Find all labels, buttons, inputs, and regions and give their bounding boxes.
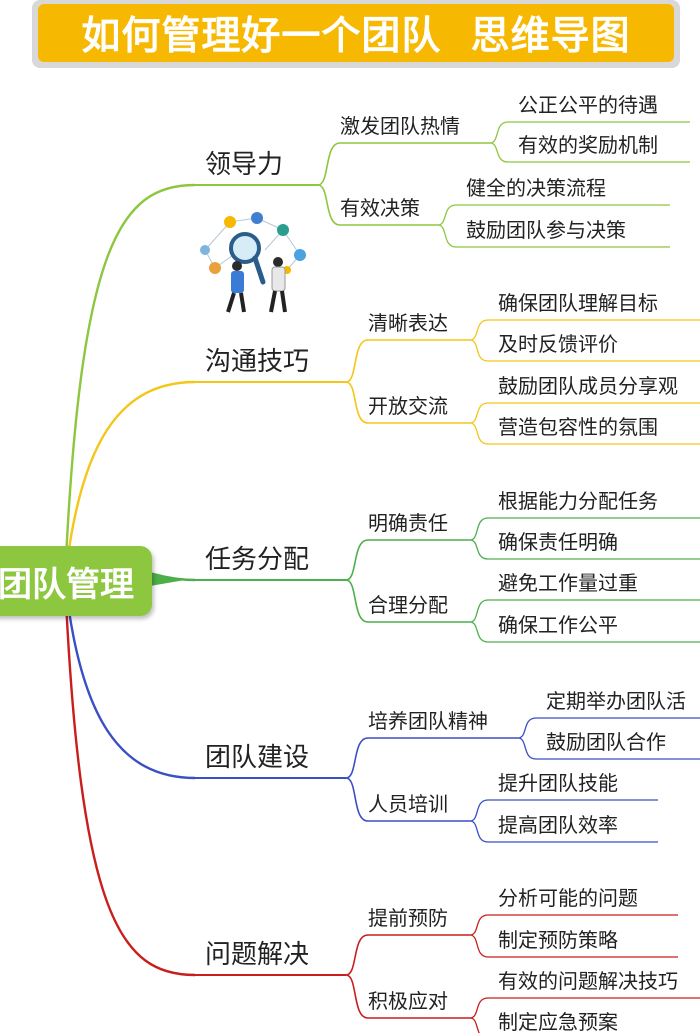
leaf-label-1-2-2: 鼓励团队参与决策 (466, 218, 626, 242)
leaf-label-3-1-1: 根据能力分配任务 (498, 489, 658, 513)
root-node: 团队管理 (0, 546, 152, 616)
sub-label-2-2: 开放交流 (368, 394, 448, 418)
leaf-connector-3-2-2 (469, 621, 489, 643)
leaf-label-4-2-1: 提升团队技能 (498, 771, 618, 795)
leaf-label-3-1-2: 确保责任明确 (498, 530, 618, 554)
sub-label-2-1: 清晰表达 (368, 311, 448, 335)
leaf-label-1-2-1: 健全的决策流程 (466, 176, 606, 200)
leaf-label-4-1-2: 鼓励团队合作 (546, 730, 666, 754)
sub-connector-1-2 (317, 184, 341, 226)
leaf-connector-1-2-2 (437, 224, 457, 248)
sub-connector-3-2 (345, 579, 369, 623)
branch-connector-4 (63, 579, 196, 780)
leaf-connector-1-2-1 (437, 204, 457, 226)
title-banner: 如何管理好一个团队 思维导图 (38, 4, 674, 62)
leaf-label-1-1-2: 有效的奖励机制 (518, 133, 658, 157)
leaf-label-5-1-2: 制定预防策略 (498, 928, 618, 952)
sub-connector-2-1 (345, 339, 369, 383)
branch-connector-5 (63, 579, 196, 977)
leaf-connector-2-2-1 (469, 402, 489, 424)
leaf-label-5-2-2: 制定应急预案 (498, 1010, 618, 1033)
leaf-connector-3-1-1 (469, 517, 489, 541)
sub-connector-4-1 (345, 737, 369, 779)
branch-label-3: 任务分配 (205, 545, 309, 575)
branch-label-1: 领导力 (205, 150, 283, 180)
sub-connector-4-2 (345, 777, 369, 822)
leaf-label-3-2-2: 确保工作公平 (498, 613, 618, 637)
sub-label-3-1: 明确责任 (368, 511, 448, 535)
sub-label-1-2: 有效决策 (340, 196, 420, 220)
leaf-connector-1-1-1 (489, 121, 509, 144)
sub-connector-2-2 (345, 381, 369, 424)
leaf-connector-4-1-1 (517, 717, 537, 739)
leaf-label-2-1-2: 及时反馈评价 (498, 332, 618, 356)
sub-label-4-1: 培养团队精神 (368, 709, 488, 733)
leaf-connector-5-2-1 (469, 997, 489, 1019)
leaf-label-5-1-1: 分析可能的问题 (498, 886, 638, 910)
leaf-label-1-1-1: 公正公平的待遇 (518, 93, 658, 117)
leaf-label-2-2-1: 鼓励团队成员分享观 (498, 374, 678, 398)
leaf-connector-1-1-2 (489, 142, 509, 163)
branch-connector-1 (63, 183, 196, 581)
leaf-label-3-2-1: 避免工作量过重 (498, 571, 638, 595)
sub-connector-5-1 (345, 934, 369, 976)
leaf-label-4-2-2: 提高团队效率 (498, 813, 618, 837)
team-illustration (200, 212, 306, 313)
sub-label-4-2: 人员培训 (368, 792, 448, 816)
sub-label-3-2: 合理分配 (368, 593, 448, 617)
leaf-connector-3-2-1 (469, 599, 489, 623)
leaf-connector-2-1-1 (469, 319, 489, 341)
leaf-label-4-1-1: 定期举办团队活 (546, 689, 686, 713)
leaf-connector-4-1-2 (517, 737, 537, 760)
branch-label-4: 团队建设 (205, 743, 309, 773)
leaf-label-5-2-1: 有效的问题解决技巧 (498, 969, 678, 993)
leaf-connector-5-1-1 (469, 914, 489, 936)
leaf-connector-4-2-2 (469, 820, 489, 843)
branch-label-2: 沟通技巧 (205, 347, 309, 377)
sub-label-1-1: 激发团队热情 (340, 114, 460, 138)
branch-label-5: 问题解决 (205, 940, 309, 970)
branch-connector-2 (63, 380, 196, 581)
leaf-connector-5-1-2 (469, 934, 489, 958)
sub-label-5-1: 提前预防 (368, 906, 448, 930)
leaf-label-2-1-1: 确保团队理解目标 (498, 291, 658, 315)
sub-connector-5-2 (345, 974, 369, 1019)
leaf-connector-2-1-2 (469, 339, 489, 362)
root-pointer (150, 574, 185, 586)
leaf-connector-2-2-2 (469, 422, 489, 445)
sub-connector-1-1 (317, 142, 341, 186)
leaf-connector-3-1-2 (469, 539, 489, 560)
leaf-connector-4-2-1 (469, 799, 489, 822)
sub-label-5-2: 积极应对 (368, 989, 448, 1013)
sub-connector-3-1 (345, 539, 369, 581)
page-title: 如何管理好一个团队 思维导图 (81, 14, 631, 59)
leaf-connector-5-2-2 (469, 1017, 480, 1033)
root-label: 团队管理 (0, 564, 134, 605)
leaf-label-2-2-2: 营造包容性的氛围 (498, 415, 658, 439)
